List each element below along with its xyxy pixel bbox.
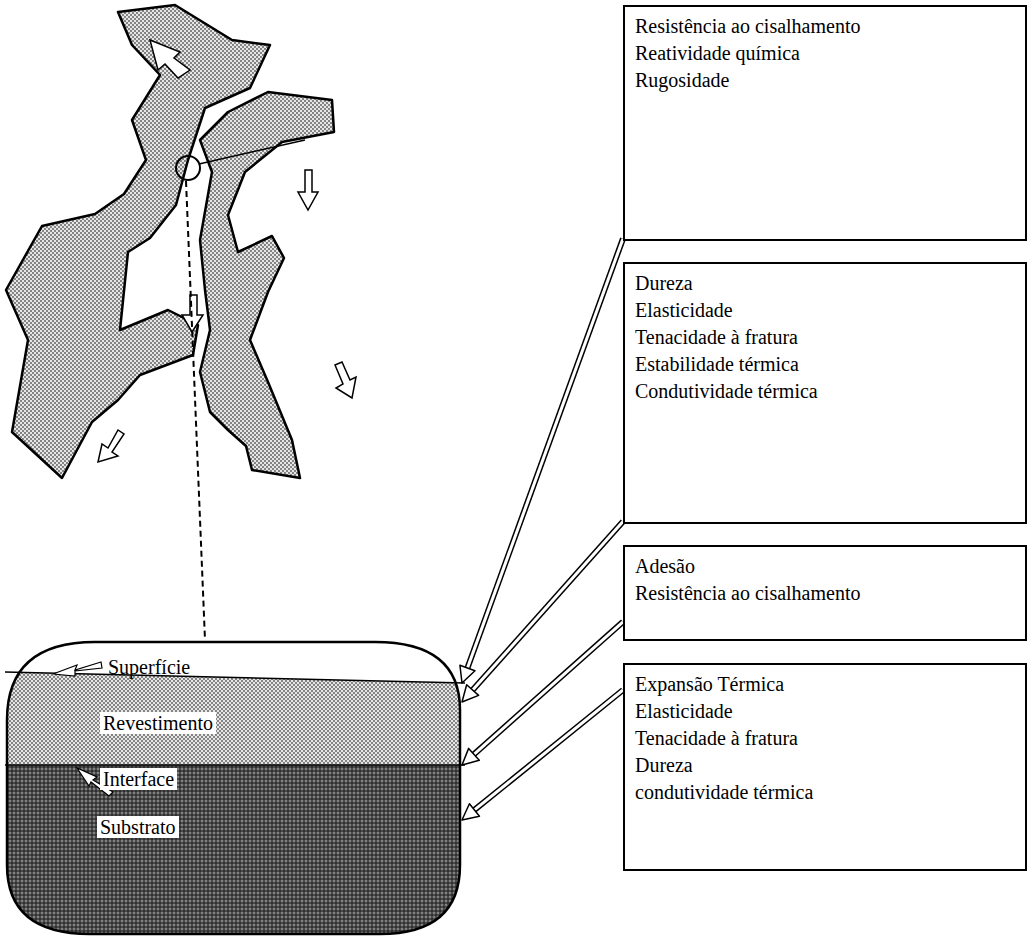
property-text: Tenacidade à fratura xyxy=(635,324,1017,351)
arrow-shaft xyxy=(467,239,623,668)
pointer-arrow xyxy=(53,662,102,676)
arrow-head xyxy=(462,804,479,820)
property-text: Dureza xyxy=(635,752,1017,779)
double-arrow xyxy=(462,521,623,702)
layer-label: Revestimento xyxy=(100,712,216,734)
arrow-head xyxy=(462,748,479,765)
property-text: Expansão Térmica xyxy=(635,671,1017,698)
arrow-shaft-inner xyxy=(474,622,623,755)
cross-outline xyxy=(7,642,460,934)
motion-arrow xyxy=(98,40,356,462)
arrow-shaft xyxy=(474,622,623,755)
property-box: AdesãoResistência ao cisalhamento xyxy=(623,545,1027,641)
contact-circle xyxy=(176,156,200,180)
layer-label: Substrato xyxy=(97,816,179,838)
cross-section-node: SuperfícieRevestimentoInterfaceSubstrato xyxy=(5,640,462,936)
layer-label: Interface xyxy=(100,768,177,790)
gear-right xyxy=(200,92,334,478)
double-arrow xyxy=(462,622,623,765)
cross-layers xyxy=(5,672,465,940)
property-text: Resistência ao cisalhamento xyxy=(635,580,1017,607)
zoom-line xyxy=(186,181,205,640)
layer-label: Superfície xyxy=(105,656,193,678)
property-text: Elasticidade xyxy=(635,698,1017,725)
arrow-head xyxy=(460,665,475,683)
leader-line xyxy=(199,140,305,164)
arrow-shaft-inner xyxy=(473,521,623,690)
arrow-shaft xyxy=(474,690,623,810)
property-text: condutividade térmica xyxy=(635,779,1017,806)
property-text: Elasticidade xyxy=(635,297,1017,324)
property-text: Adesão xyxy=(635,553,1017,580)
interface-line xyxy=(5,764,465,766)
property-text: Estabilidade térmica xyxy=(635,351,1017,378)
property-text: Condutividade térmica xyxy=(635,378,1017,405)
arrow-shaft xyxy=(473,521,623,690)
property-text: Resistência ao cisalhamento xyxy=(635,13,1017,40)
substrate-layer xyxy=(5,765,465,940)
property-text: Reatividade química xyxy=(635,40,1017,67)
arrow-shaft-inner xyxy=(474,690,623,810)
property-text: Rugosidade xyxy=(635,67,1017,94)
property-text: Tenacidade à fratura xyxy=(635,725,1017,752)
arrow-shaft-inner xyxy=(467,239,623,668)
coating-layer xyxy=(5,672,465,765)
arrow-head xyxy=(462,685,479,702)
property-box: Resistência ao cisalhamentoReatividade q… xyxy=(623,5,1027,241)
double-arrow xyxy=(462,690,623,820)
cross-section xyxy=(5,640,462,936)
property-box: DurezaElasticidadeTenacidade à fraturaEs… xyxy=(623,262,1027,524)
property-text: Dureza xyxy=(635,270,1017,297)
property-box: Expansão TérmicaElasticidadeTenacidade à… xyxy=(623,663,1027,871)
